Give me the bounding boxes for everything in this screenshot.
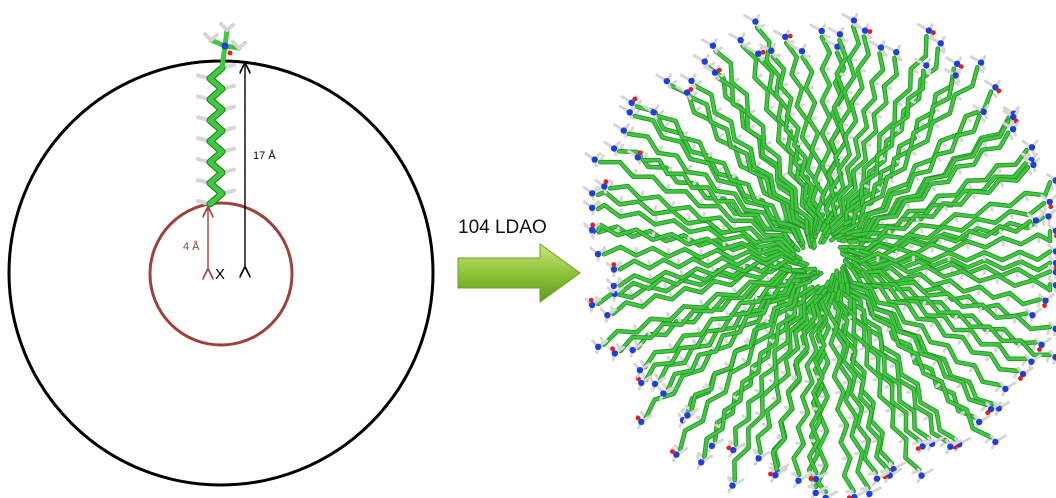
inner-circle bbox=[148, 201, 294, 347]
ldao-micelle-rendering bbox=[582, 12, 1056, 498]
transition-arrow-icon bbox=[457, 243, 581, 303]
transition-label: 104 LDAO bbox=[458, 217, 547, 238]
ldao-molecule bbox=[196, 22, 247, 208]
schematic-panel: 17 Å 4 Å X bbox=[7, 22, 435, 487]
outer-radius-label: 17 Å bbox=[253, 149, 276, 162]
inner-radius-label: 4 Å bbox=[183, 240, 200, 253]
center-mark: X bbox=[215, 266, 225, 283]
transition-arrow-group: 104 LDAO bbox=[457, 217, 581, 303]
